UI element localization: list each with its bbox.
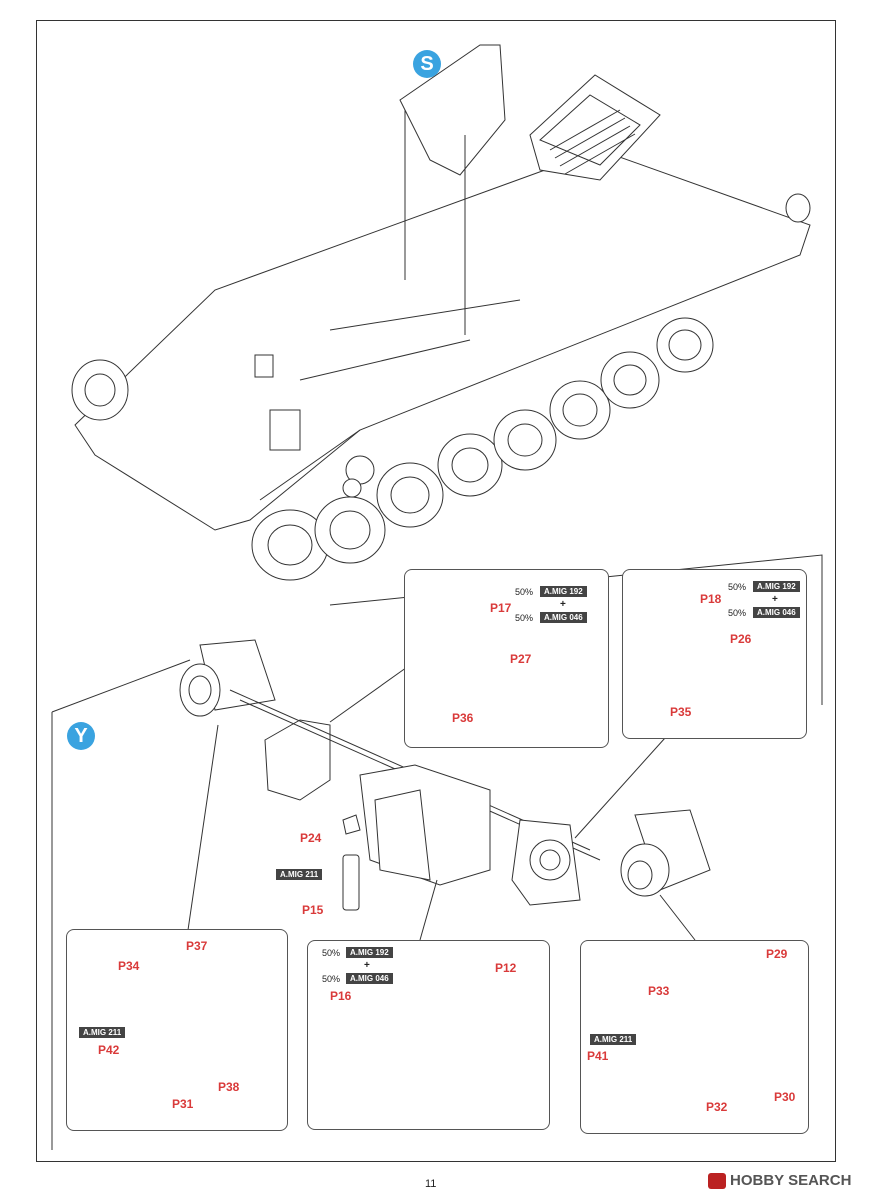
mix-c-paint1: A.MIG 192 — [346, 947, 393, 958]
part-label-p38: P38 — [218, 1080, 240, 1094]
page-number: 11 — [425, 1178, 437, 1190]
mix-a-paint1: A.MIG 192 — [540, 586, 587, 597]
inset-p18-box — [622, 569, 807, 739]
part-label-p15: P15 — [302, 903, 324, 917]
part-label-p33: P33 — [648, 984, 670, 998]
inset-p17-box — [404, 569, 609, 748]
watermark-text: HOBBY SEARCH — [730, 1172, 852, 1189]
inset-center-box — [307, 940, 550, 1130]
mix-a-pct2: 50% — [515, 613, 534, 623]
part-label-p36: P36 — [452, 711, 474, 725]
mix-b-pct2: 50% — [728, 608, 747, 618]
part-label-p24: P24 — [300, 831, 322, 845]
part-label-p12: P12 — [495, 961, 517, 975]
part-label-p17: P17 — [490, 601, 512, 615]
part-label-p31: P31 — [172, 1097, 194, 1111]
mix-a-plus: + — [560, 599, 566, 610]
part-label-p18: P18 — [700, 592, 722, 606]
watermark: HOBBY SEARCH — [708, 1172, 851, 1189]
mix-b-paint2: A.MIG 046 — [753, 607, 800, 618]
mix-c-pct2: 50% — [322, 974, 341, 984]
paint-chip-p15: A.MIG 211 — [276, 869, 323, 880]
page-frame — [36, 20, 836, 1162]
step-badge-s: S — [413, 50, 441, 78]
part-label-p27: P27 — [510, 652, 532, 666]
part-label-p30: P30 — [774, 1090, 796, 1104]
part-label-p26: P26 — [730, 632, 752, 646]
hull-drawing — [71, 44, 811, 581]
final-drive-drawing — [179, 639, 711, 911]
part-label-p41: P41 — [587, 1049, 609, 1063]
part-label-p32: P32 — [706, 1100, 728, 1114]
mix-a-pct1: 50% — [515, 587, 534, 597]
step-badge-y: Y — [67, 722, 95, 750]
mix-b-pct1: 50% — [728, 582, 747, 592]
part-label-p35: P35 — [670, 705, 692, 719]
mix-c-plus: + — [364, 960, 370, 971]
paint-chip-p41: A.MIG 211 — [590, 1034, 637, 1045]
part-label-p34: P34 — [118, 959, 140, 973]
leader-lines — [187, 664, 696, 941]
mix-c-pct1: 50% — [322, 948, 341, 958]
part-label-p42: P42 — [98, 1043, 120, 1057]
mix-a-paint2: A.MIG 046 — [540, 612, 587, 623]
part-label-p16: P16 — [330, 989, 352, 1003]
paint-chip-p42: A.MIG 211 — [79, 1027, 126, 1038]
mix-c-paint2: A.MIG 046 — [346, 973, 393, 984]
part-label-p29: P29 — [766, 947, 788, 961]
hobby-search-logo-icon — [708, 1172, 726, 1189]
mix-b-plus: + — [772, 594, 778, 605]
part-label-p37: P37 — [186, 939, 208, 953]
mix-b-paint1: A.MIG 192 — [753, 581, 800, 592]
